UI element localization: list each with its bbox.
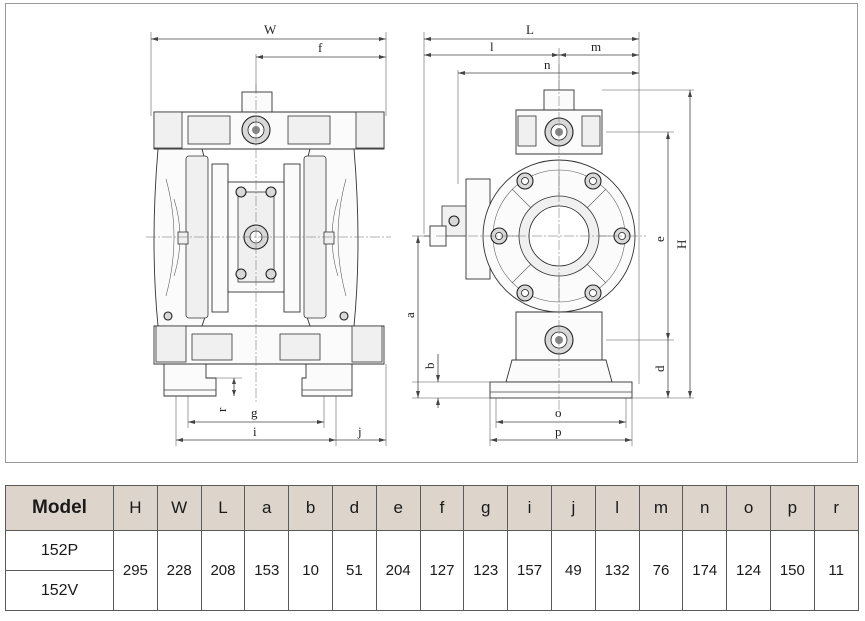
model-cell: 152V bbox=[5, 570, 114, 611]
value-cell-j: 49 bbox=[550, 530, 596, 611]
header-dim-b: b bbox=[288, 485, 333, 531]
value-cell-L: 208 bbox=[200, 530, 246, 611]
value-cell-f: 127 bbox=[419, 530, 465, 611]
value-cell-i: 157 bbox=[507, 530, 552, 611]
header-dim-g: g bbox=[463, 485, 509, 531]
dim-label-e: e bbox=[652, 236, 667, 242]
header-dim-L: L bbox=[200, 485, 246, 531]
header-dim-r: r bbox=[813, 485, 859, 531]
dim-label-m: m bbox=[591, 39, 601, 54]
dim-label-W: W bbox=[264, 22, 277, 37]
header-dim-i: i bbox=[507, 485, 552, 531]
header-dim-e: e bbox=[375, 485, 421, 531]
header-dim-l: l bbox=[594, 485, 640, 531]
side-view bbox=[412, 32, 694, 446]
header-dim-n: n bbox=[682, 485, 728, 531]
value-cell-m: 76 bbox=[638, 530, 684, 611]
value-cell-l: 132 bbox=[594, 530, 640, 611]
dim-label-a: a bbox=[402, 312, 417, 318]
value-cell-e: 204 bbox=[375, 530, 421, 611]
technical-drawing: W f L l m n r g i j a b o p e H d bbox=[5, 3, 858, 463]
dim-label-d: d bbox=[652, 365, 667, 372]
value-cell-n: 174 bbox=[682, 530, 728, 611]
header-dim-p: p bbox=[769, 485, 815, 531]
dim-label-H: H bbox=[674, 240, 689, 249]
header-dim-f: f bbox=[419, 485, 465, 531]
header-dim-a: a bbox=[244, 485, 290, 531]
dim-label-l: l bbox=[490, 39, 494, 54]
dim-label-p: p bbox=[555, 424, 562, 439]
value-cell-p: 150 bbox=[769, 530, 815, 611]
dimension-labels: W f L l m n r g i j a b o p e H d bbox=[214, 22, 689, 439]
header-dim-m: m bbox=[638, 485, 684, 531]
model-cell: 152P bbox=[5, 530, 114, 571]
header-dim-H: H bbox=[113, 485, 158, 531]
front-view bbox=[146, 32, 391, 446]
table-row: 152V bbox=[5, 570, 859, 611]
value-cell-r: 11 bbox=[813, 530, 859, 611]
value-cell-W: 228 bbox=[156, 530, 202, 611]
header-dim-o: o bbox=[726, 485, 771, 531]
dim-label-n: n bbox=[544, 57, 551, 72]
header-dim-W: W bbox=[156, 485, 202, 531]
value-cell-d: 51 bbox=[331, 530, 377, 611]
dim-label-f: f bbox=[318, 40, 323, 55]
header-dim-j: j bbox=[550, 485, 596, 531]
dim-label-o: o bbox=[555, 405, 562, 420]
dim-label-i: i bbox=[253, 424, 257, 439]
pump-dimension-drawing: W f L l m n r g i j a b o p e H d bbox=[146, 22, 694, 446]
dim-label-L: L bbox=[526, 22, 534, 37]
header-dim-d: d bbox=[331, 485, 377, 531]
value-cell-a: 153 bbox=[244, 530, 290, 611]
dim-label-b: b bbox=[422, 363, 437, 370]
dim-label-j: j bbox=[357, 424, 362, 439]
value-cell-H: 295 bbox=[113, 530, 158, 611]
value-cell-b: 10 bbox=[288, 530, 333, 611]
value-cell-o: 124 bbox=[726, 530, 771, 611]
dim-label-r: r bbox=[214, 407, 229, 412]
value-cell-g: 123 bbox=[463, 530, 509, 611]
dim-label-g: g bbox=[251, 405, 258, 420]
header-model: Model bbox=[5, 485, 114, 531]
